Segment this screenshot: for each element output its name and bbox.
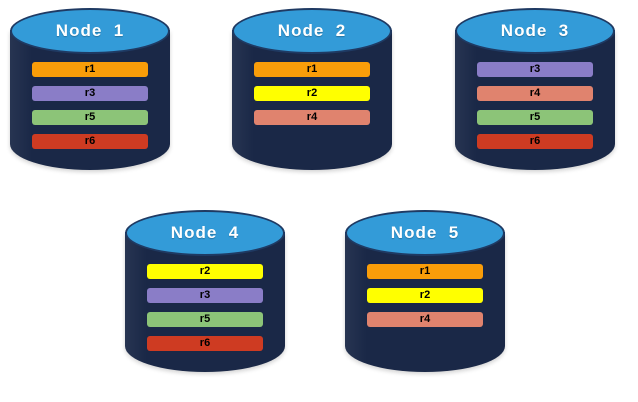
database-node-4[interactable]: Node 4 r2 r3 r5 r6 <box>125 210 285 390</box>
database-node-5[interactable]: Node 5 r1 r2 r4 <box>345 210 505 390</box>
replica-bar[interactable]: r2 <box>254 86 370 101</box>
replica-bar[interactable]: r5 <box>32 110 148 125</box>
node-label: Node 2 <box>277 21 347 40</box>
node-label: Node 3 <box>500 21 570 40</box>
replica-bar[interactable]: r3 <box>147 288 263 303</box>
node-label: Node 1 <box>55 21 125 40</box>
replica-bar[interactable]: r1 <box>32 62 148 77</box>
replica-bar[interactable]: r4 <box>254 110 370 125</box>
database-node-3[interactable]: Node 3 r3 r4 r5 r6 <box>455 8 615 188</box>
replica-list: r3 r4 r5 r6 <box>477 62 593 149</box>
replica-bar[interactable]: r6 <box>477 134 593 149</box>
replica-bar[interactable]: r3 <box>32 86 148 101</box>
replica-list: r1 r2 r4 <box>367 264 483 327</box>
cylinder-top-ellipse <box>455 8 615 54</box>
cylinder-shape <box>232 8 392 188</box>
replica-bar[interactable]: r5 <box>147 312 263 327</box>
replica-bar[interactable]: r2 <box>147 264 263 279</box>
cylinder-top-ellipse <box>345 210 505 256</box>
database-node-1[interactable]: Node 1 r1 r3 r5 r6 <box>10 8 170 188</box>
replica-bar[interactable]: r5 <box>477 110 593 125</box>
replica-bar[interactable]: r4 <box>367 312 483 327</box>
cylinder-top-ellipse <box>10 8 170 54</box>
cylinder-top-ellipse <box>232 8 392 54</box>
replica-bar[interactable]: r1 <box>367 264 483 279</box>
replica-bar[interactable]: r6 <box>147 336 263 351</box>
database-node-2[interactable]: Node 2 r1 r2 r4 <box>232 8 392 188</box>
node-label: Node 4 <box>170 223 240 242</box>
replica-bar[interactable]: r3 <box>477 62 593 77</box>
replica-list: r1 r3 r5 r6 <box>32 62 148 149</box>
node-label: Node 5 <box>390 223 460 242</box>
cylinder-top-ellipse <box>125 210 285 256</box>
replica-bar[interactable]: r4 <box>477 86 593 101</box>
replica-bar[interactable]: r6 <box>32 134 148 149</box>
replica-list: r1 r2 r4 <box>254 62 370 125</box>
replica-bar[interactable]: r1 <box>254 62 370 77</box>
replica-list: r2 r3 r5 r6 <box>147 264 263 351</box>
replica-bar[interactable]: r2 <box>367 288 483 303</box>
